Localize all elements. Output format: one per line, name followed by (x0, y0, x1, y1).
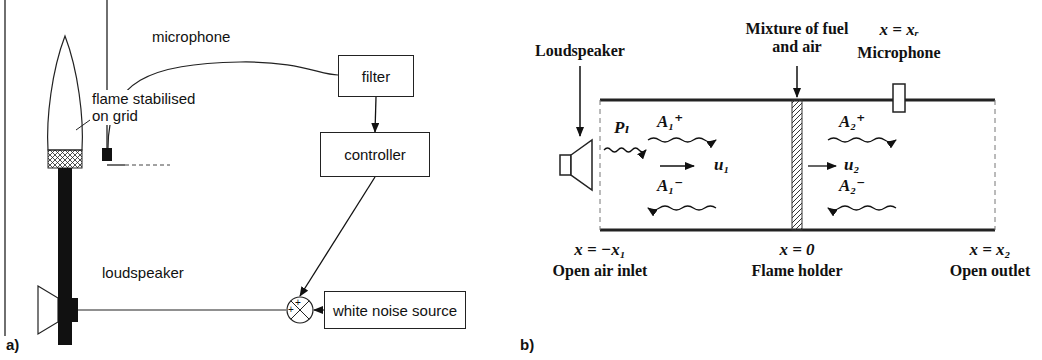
block-label: controller (344, 146, 406, 163)
position-label: x = −x₁ (572, 240, 627, 260)
flame-shape (48, 36, 83, 150)
part-label: loudspeaker (100, 264, 186, 281)
panel-label: b) (518, 336, 536, 353)
wave-arrow (604, 148, 646, 152)
velocity-label: u₂ (842, 155, 861, 175)
wave-arrow (648, 138, 716, 142)
part-label: Flame holder (749, 262, 844, 280)
leader-line (76, 120, 90, 130)
position-label: x = xᵣ (878, 20, 921, 40)
summing-junction: ++ (286, 296, 314, 324)
panel-label: a) (4, 336, 21, 353)
microphone-symbol (893, 84, 905, 112)
wave-arrow (648, 206, 716, 210)
pointer-arrow (579, 66, 581, 136)
wave-arrow (828, 206, 896, 210)
part-label: Mixture of fuel and air (735, 20, 859, 57)
flow-arrow (808, 165, 836, 166)
open-end (600, 100, 601, 230)
loudspeaker-symbol (571, 140, 592, 190)
block-label: white noise source (333, 302, 457, 319)
part-label: Microphone (855, 44, 942, 62)
wave-label: A₁⁺ (655, 112, 685, 132)
position-label: x = x₂ (967, 240, 1012, 260)
wall-line (106, 0, 107, 148)
loudspeaker-symbol (560, 155, 571, 175)
open-end (995, 100, 996, 230)
velocity-label: u₁ (712, 155, 731, 175)
loudspeaker-magnet (58, 298, 78, 322)
signal-arrow (314, 309, 324, 310)
part-label: Open outlet (948, 262, 1032, 280)
flame-grid (48, 150, 82, 168)
noise-source-box: white noise source (324, 291, 466, 329)
wave-label: A₁⁻ (655, 176, 685, 196)
wall-line (4, 0, 5, 345)
sign-label: + (295, 298, 301, 308)
filter-box: filter (338, 55, 414, 97)
position-label: x = 0 (777, 240, 816, 260)
dashed-line (125, 165, 170, 166)
flow-arrow (660, 165, 694, 166)
speaker-wire (78, 309, 286, 310)
part-label: Open air inlet (551, 262, 650, 280)
pointer-arrow (796, 66, 798, 97)
wave-arrow (828, 138, 896, 142)
loudspeaker-cone (38, 286, 58, 334)
controller-box: controller (320, 132, 430, 177)
microphone-symbol (102, 148, 112, 161)
part-label: microphone (150, 28, 232, 45)
part-label: flame stabilised on grid (90, 90, 212, 125)
wave-label: A₂⁻ (837, 176, 867, 196)
signal-arrow (300, 177, 375, 296)
signal-label: Pₗ (612, 118, 631, 138)
flame-holder (792, 100, 802, 230)
part-label: Loudspeaker (533, 42, 627, 60)
wave-label: A₂⁺ (837, 112, 867, 132)
sign-label: + (288, 305, 294, 315)
wall-ledge (107, 164, 125, 165)
signal-arrow (375, 97, 376, 132)
block-label: filter (362, 68, 390, 85)
